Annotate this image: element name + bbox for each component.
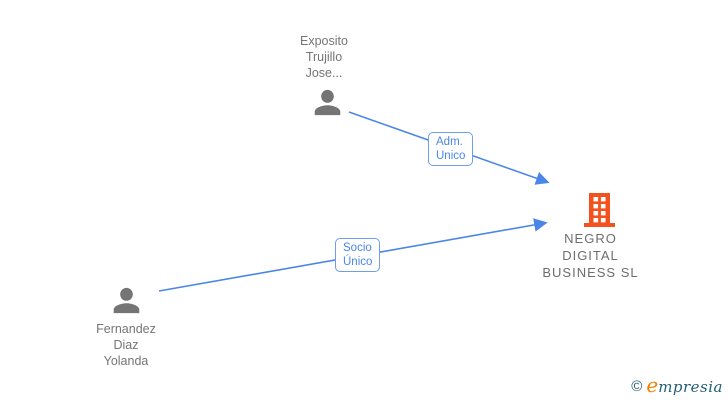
- person-node-exposito-label: Exposito Trujillo Jose...: [264, 33, 384, 81]
- person-name-line: Trujillo: [305, 50, 343, 64]
- edge-label-line: Único: [343, 256, 373, 268]
- edge-label-line: Adm.: [436, 136, 463, 148]
- empresia-logo: ©empresia: [631, 373, 723, 397]
- edge-label-line: Unico: [436, 150, 466, 162]
- person-name-line: Fernandez: [96, 322, 156, 336]
- empresia-logo-text: mpresia: [658, 378, 723, 396]
- building-icon: [584, 193, 615, 227]
- person-icon: [314, 89, 341, 116]
- edge-label-line: Socio: [343, 242, 372, 254]
- company-name-line: BUSINESS SL: [542, 265, 639, 280]
- person-name-line: Jose...: [305, 66, 343, 80]
- person-node-fernandez-label: Fernandez Diaz Yolanda: [66, 321, 186, 369]
- copyright-icon: ©: [631, 378, 643, 395]
- edge-label-socio-unico: Socio Único: [335, 238, 381, 272]
- person-name-line: Yolanda: [103, 354, 149, 368]
- person-node-fernandez[interactable]: [108, 282, 145, 319]
- company-node-negro-digital-label: NEGRO DIGITAL BUSINESS SL: [528, 230, 653, 281]
- company-node-negro-digital[interactable]: [584, 193, 615, 232]
- person-name-line: Diaz: [113, 338, 139, 352]
- person-icon: [113, 287, 140, 314]
- person-node-exposito[interactable]: [309, 84, 346, 121]
- empresia-logo-initial: e: [646, 373, 659, 397]
- edge-label-adm-unico: Adm. Unico: [428, 132, 474, 166]
- company-name-line: DIGITAL: [562, 248, 619, 263]
- company-name-line: NEGRO: [564, 231, 617, 246]
- person-name-line: Exposito: [300, 34, 348, 48]
